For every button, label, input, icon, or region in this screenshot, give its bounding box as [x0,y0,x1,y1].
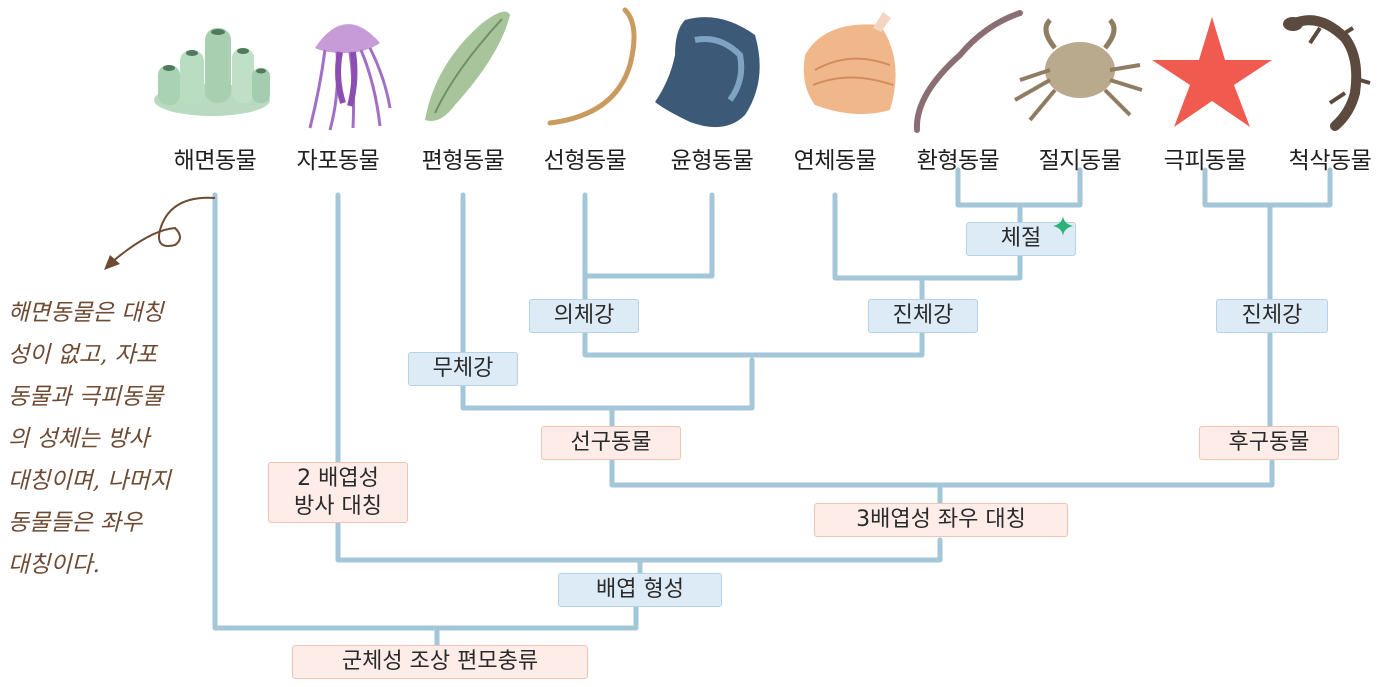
branch-pseudocoelom [582,192,715,279]
node-diploblastic: 2 배엽성 방사 대칭 [268,462,408,523]
phylum-label-mollusca: 연체동물 [793,148,877,174]
node-germ-layers: 배엽 형성 [558,573,722,607]
salamander-icon [1283,15,1371,131]
node-coelom-protostome: 진체강 [868,299,978,333]
branch-deuterostome [1202,167,1333,208]
phylum-label-platyhelminthes: 편형동물 [421,148,505,174]
branch-sponge-to-ancestor [212,192,639,631]
symmetry-note: 해면동물은 대칭 성이 없고, 자포 동물과 극피동물 의 성체는 방사 대칭이… [8,292,208,586]
note-arrowhead [104,255,120,270]
sponge-icon [154,28,270,116]
branch-segmentation [955,167,1083,208]
phylum-label-porifera: 해면동물 [173,148,257,174]
node-triploblastic: 3배엽성 좌우 대칭 [814,503,1068,537]
node-acoelom: 무체강 [408,352,518,386]
branch-coelom-protostome [832,192,1023,281]
note-arrow [111,196,216,263]
roundworm-icon [547,7,637,126]
rotifer-icon [655,17,760,128]
node-coelom-deuterostome: 진체강 [1216,299,1328,333]
note-line: 해면동물은 대칭 [8,300,164,326]
note-line: 동물들은 좌우 [8,510,143,536]
starfish-icon [1152,17,1272,127]
node-segmentation: 체절 [966,222,1076,256]
node-protostome: 선구동물 [541,426,681,460]
node-deuterostome: 후구동물 [1199,426,1339,460]
node-pseudocoelom: 의체강 [529,299,639,333]
branch-bilateria [609,457,1275,488]
jellyfish-icon [308,24,392,131]
note-line: 의 성체는 방사 [8,426,150,452]
phylum-label-annelida: 환형동물 [916,148,1000,174]
phylum-label-nematoda: 선형동물 [543,148,627,174]
flatworm-icon [425,11,510,122]
phylum-label-chordata: 척삭동물 [1288,148,1372,174]
clam-icon [803,12,896,114]
note-line: 대칭이다. [8,552,100,578]
phylum-label-echinodermata: 극피동물 [1163,148,1247,174]
phylum-label-cnidaria: 자포동물 [296,148,380,174]
star-icon [1053,216,1073,236]
note-line: 성이 없고, 자포 [8,342,157,368]
note-line: 동물과 극피동물 [8,384,164,410]
branch-flatworm-to-protostome [460,192,755,411]
earthworm-icon [913,10,1023,133]
phylum-label-arthropoda: 절지동물 [1038,148,1122,174]
branch-pseudo-and-coelom [582,327,925,358]
node-ancestor: 군체성 조상 편모충류 [292,645,588,679]
crab-icon [1014,18,1143,122]
phylum-label-rotifera: 윤형동물 [670,148,754,174]
note-line: 대칭이며, 나머지 [8,468,171,494]
